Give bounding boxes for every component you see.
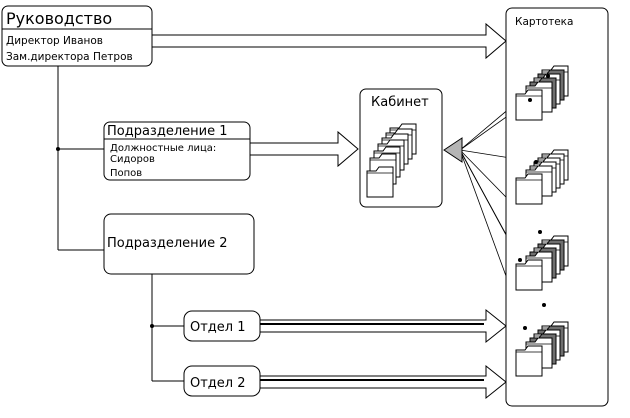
dept1-title: Отдел 1	[190, 320, 246, 335]
division1-box[interactable]: Подразделение 1 Должностные лица: Сидоро…	[103, 121, 251, 181]
dept2-title: Отдел 2	[190, 376, 246, 391]
dept1-box[interactable]: Отдел 1	[183, 310, 261, 342]
connection-dot	[523, 326, 527, 330]
connection-dot	[538, 230, 542, 234]
division2-title: Подразделение 2	[107, 236, 228, 251]
arrow-division1-to-cabinet	[250, 130, 359, 168]
hierarchy-lines	[57, 66, 184, 382]
division1-title: Подразделение 1	[107, 124, 228, 139]
division1-person: Сидоров	[110, 154, 155, 165]
arrow-leadership-to-filebox	[152, 22, 507, 60]
division1-subtitle: Должностные лица:	[110, 143, 216, 154]
filebox-title: Картотека	[515, 16, 573, 28]
connection-dot	[534, 160, 538, 164]
connection-dot	[518, 258, 522, 262]
connection-dot	[542, 303, 546, 307]
dept2-box[interactable]: Отдел 2	[183, 365, 261, 397]
division1-person: Попов	[110, 168, 142, 179]
cabinet-box[interactable]: Кабинет	[359, 88, 443, 208]
leadership-box[interactable]: Руководство Директор Иванов Зам.директор…	[1, 5, 153, 67]
connection-dot	[546, 74, 550, 78]
distribution-node	[443, 137, 463, 163]
cabinet-title: Кабинет	[371, 95, 429, 110]
leadership-title: Руководство	[6, 9, 112, 28]
leadership-line: Директор Иванов	[6, 35, 103, 47]
junction-dot	[150, 324, 154, 328]
filebox-box[interactable]: Картотека	[505, 7, 609, 407]
arrows	[152, 22, 507, 400]
arrow-dept1-to-filebox	[260, 308, 507, 344]
connection-dot	[528, 98, 532, 102]
junction-dot	[56, 147, 60, 151]
arrow-dept2-to-filebox	[260, 364, 507, 400]
division2-box[interactable]: Подразделение 2	[103, 213, 255, 275]
leadership-line: Зам.директора Петров	[6, 51, 133, 63]
